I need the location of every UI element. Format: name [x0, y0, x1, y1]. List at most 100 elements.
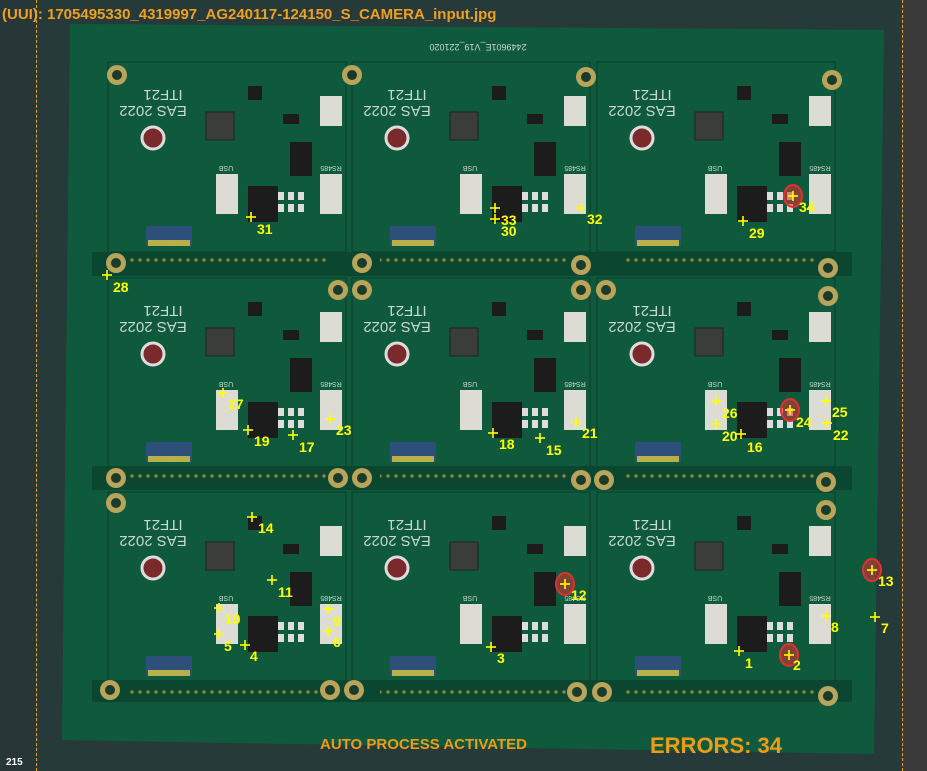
defect-marker[interactable]: 28	[102, 270, 129, 295]
board-serial: 2449601E_V19_221020	[429, 42, 526, 52]
defect-marker[interactable]: 32	[576, 203, 603, 227]
defect-marker[interactable]: 14	[247, 512, 274, 536]
defect-label: 34	[799, 199, 815, 215]
defect-label: 12	[571, 587, 587, 603]
mounting-hole-center	[823, 291, 833, 301]
defect-marker[interactable]: 33	[490, 203, 517, 228]
mounting-hole-center	[581, 72, 591, 82]
rs485-label: RS485	[320, 380, 342, 387]
defect-label: 29	[749, 225, 765, 241]
defect-marker[interactable]: 27	[218, 388, 244, 412]
mounting-hole-center	[349, 685, 359, 695]
defect-label: 10	[225, 611, 241, 627]
defect-marker[interactable]: 30	[490, 214, 517, 239]
mounting-hole-center	[576, 285, 586, 295]
unit-brand-label: ITF21	[387, 302, 426, 319]
rs485-label: RS485	[809, 594, 831, 601]
rs485-label: RS485	[809, 380, 831, 387]
defect-marker[interactable]: 25	[821, 396, 848, 420]
defect-marker[interactable]: 11	[267, 575, 293, 600]
usb-label: USB	[218, 164, 233, 171]
roi-left-edge	[36, 0, 37, 771]
defect-marker[interactable]: 31	[246, 212, 273, 237]
usb-label: USB	[462, 380, 477, 387]
window-title: (UUI): 1705495330_4319997_AG240117-12415…	[2, 6, 497, 23]
defect-marker[interactable]: 8	[821, 611, 839, 635]
defect-marker[interactable]: 2	[779, 643, 801, 673]
defect-marker[interactable]: 20	[711, 419, 738, 444]
usb-label: USB	[707, 164, 722, 171]
unit-year-label: EAS 2022	[363, 318, 431, 335]
defect-marker[interactable]: 1	[734, 646, 753, 671]
mounting-holes	[100, 65, 842, 706]
mounting-hole-center	[111, 498, 121, 508]
defect-label: 11	[278, 584, 293, 600]
usb-label: USB	[462, 594, 477, 601]
mounting-hole-center	[572, 687, 582, 697]
usb-label: USB	[462, 164, 477, 171]
defect-label: 5	[224, 638, 232, 654]
usb-label: USB	[218, 380, 233, 387]
unit-brand-label: ITF21	[143, 86, 182, 103]
defect-marker[interactable]: 7	[870, 612, 889, 636]
defect-marker[interactable]: 15	[535, 433, 562, 458]
defect-label: 20	[722, 428, 738, 444]
mounting-hole-center	[105, 685, 115, 695]
defect-label: 21	[582, 425, 598, 441]
defect-marker[interactable]: 10	[214, 603, 241, 627]
defect-label: 3	[497, 650, 505, 666]
defect-label: 6	[333, 634, 341, 650]
mounting-hole-center	[576, 475, 586, 485]
unit-year-label: EAS 2022	[363, 532, 431, 549]
defect-marker[interactable]: 26	[711, 396, 738, 421]
mounting-hole-center	[601, 285, 611, 295]
rs485-label: RS485	[564, 164, 586, 171]
defect-marker[interactable]: 9	[323, 604, 341, 629]
defect-marker[interactable]: 3	[486, 642, 505, 666]
mounting-hole-center	[325, 685, 335, 695]
defect-label: 13	[878, 573, 894, 589]
left-panel-strip	[0, 0, 36, 771]
unit-brand-label: ITF21	[632, 86, 671, 103]
defect-marker[interactable]: 6	[323, 626, 341, 650]
unit-brand-label: ITF21	[632, 302, 671, 319]
defect-label: 22	[833, 427, 849, 443]
defect-marker[interactable]: 22	[822, 418, 849, 443]
defect-label: 14	[258, 520, 274, 536]
defect-marker[interactable]: 19	[243, 425, 270, 449]
defect-label: 24	[796, 414, 812, 430]
usb-label: USB	[707, 594, 722, 601]
unit-year-label: EAS 2022	[363, 102, 431, 119]
unit-year-label: EAS 2022	[119, 102, 187, 119]
defect-label: 18	[499, 436, 515, 452]
defect-marker[interactable]: 17	[288, 430, 315, 455]
mounting-hole-center	[823, 263, 833, 273]
defect-marker[interactable]: 29	[738, 216, 765, 241]
defect-marker[interactable]: 18	[488, 428, 515, 452]
mounting-hole-center	[333, 285, 343, 295]
mounting-hole-center	[821, 477, 831, 487]
defect-label: 15	[546, 442, 562, 458]
breakaway-rails	[92, 252, 852, 702]
defect-label: 30	[501, 223, 517, 239]
defect-marker[interactable]: 24	[780, 398, 812, 430]
defect-marker[interactable]: 23	[325, 414, 352, 438]
defect-marker[interactable]: 5	[214, 629, 232, 654]
defect-marker[interactable]: 16	[736, 429, 763, 455]
defect-label: 9	[333, 613, 341, 629]
rs485-label: RS485	[564, 594, 586, 601]
defect-marker[interactable]: 34	[783, 184, 815, 215]
defect-marker[interactable]: 13	[862, 558, 894, 589]
mounting-hole-center	[576, 260, 586, 270]
mounting-hole-center	[357, 258, 367, 268]
defect-marker[interactable]: 4	[240, 640, 258, 664]
defect-marker[interactable]: 21	[571, 417, 598, 441]
defect-marker[interactable]: 12	[555, 572, 587, 603]
defect-label: 33	[501, 212, 517, 228]
